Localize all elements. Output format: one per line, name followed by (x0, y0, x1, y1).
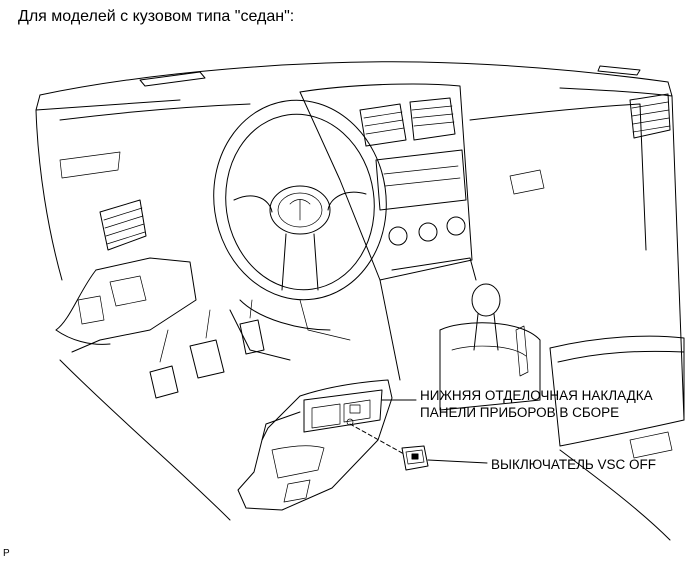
figure-caption: Для моделей с кузовом типа "седан": (18, 8, 295, 25)
left-air-vent (99, 199, 147, 251)
trim-panel-callout-line2: ПАНЕЛИ ПРИБОРОВ В СБОРЕ (420, 405, 620, 420)
right-air-vent (629, 93, 671, 139)
trim-panel-callout-line1: НИЖНЯЯ ОТДЕЛОЧНАЯ НАКЛАДКА (420, 388, 653, 403)
vsc-switch-callout: ВЫКЛЮЧАТЕЛЬ VSC OFF (491, 457, 657, 472)
steering-column (229, 299, 331, 361)
leader-lines (349, 399, 488, 464)
glovebox-area (469, 103, 647, 251)
dashboard-outline (35, 61, 685, 421)
vsc-off-switch-part (401, 445, 429, 471)
figure-code: P (3, 548, 10, 559)
floor-lines (59, 279, 671, 541)
trim-panel-callout: НИЖНЯЯ ОТДЕЛОЧНАЯ НАКЛАДКА ПАНЕЛИ ПРИБОР… (420, 387, 653, 421)
lower-trim-panel (237, 379, 393, 511)
steering-wheel (213, 99, 387, 341)
floor-console (549, 335, 685, 459)
gear-shifter (439, 283, 541, 411)
under-dash-bracket (55, 257, 197, 353)
pedals (149, 299, 265, 399)
center-console (299, 83, 477, 281)
